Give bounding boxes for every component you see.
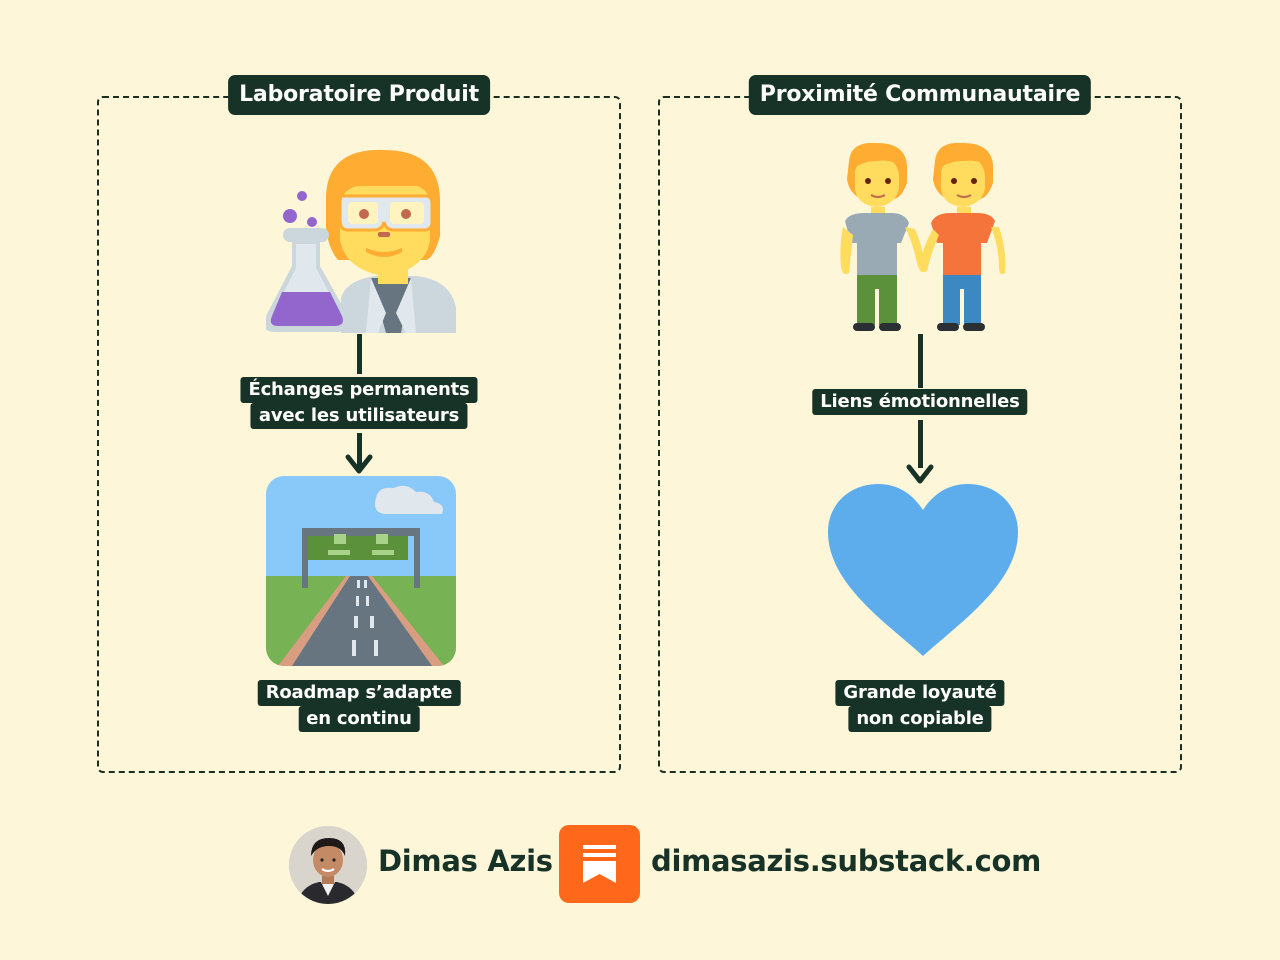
right-connector-top [917,334,923,388]
left-result-label-line-1: Roadmap s’adapte [257,680,461,706]
right-panel: Proximité Communautaire [658,75,1182,773]
right-edge-label: Liens émotionnelles [812,389,1028,415]
people-holding-hands-icon [840,143,1006,331]
left-edge-label-line-1: Échanges permanents [240,377,478,403]
left-result-label-line-2: en continu [298,706,420,732]
right-connector-bottom [917,420,923,468]
left-connector-bottom [356,433,362,467]
right-result-label: Grande loyauté non copiable [835,680,1005,732]
left-panel: Laboratoire Produit Écha [97,75,621,773]
left-panel-title: Laboratoire Produit [228,75,490,115]
motorway-icon [266,476,456,666]
footer: Dimas Azis dimasazis.substack.com [0,824,1280,904]
right-edge-label-line-1: Liens émotionnelles [812,389,1028,415]
scientist-icon [266,149,456,333]
left-edge-label-line-2: avec les utilisateurs [250,403,468,429]
right-panel-title: Proximité Communautaire [748,75,1092,115]
substack-logo-icon [559,825,640,903]
left-arrow-head-icon [345,454,373,474]
author-avatar [289,826,367,904]
right-result-label-line-1: Grande loyauté [835,680,1005,706]
right-arrow-head-icon [906,464,934,484]
left-result-label: Roadmap s’adapte en continu [257,680,461,732]
site-url[interactable]: dimasazis.substack.com [651,844,1041,878]
left-connector-top [356,334,362,374]
author-name: Dimas Azis [378,844,553,878]
left-edge-label: Échanges permanents avec les utilisateur… [240,377,478,429]
right-result-label-line-2: non copiable [848,706,992,732]
blue-heart-icon [828,484,1018,656]
